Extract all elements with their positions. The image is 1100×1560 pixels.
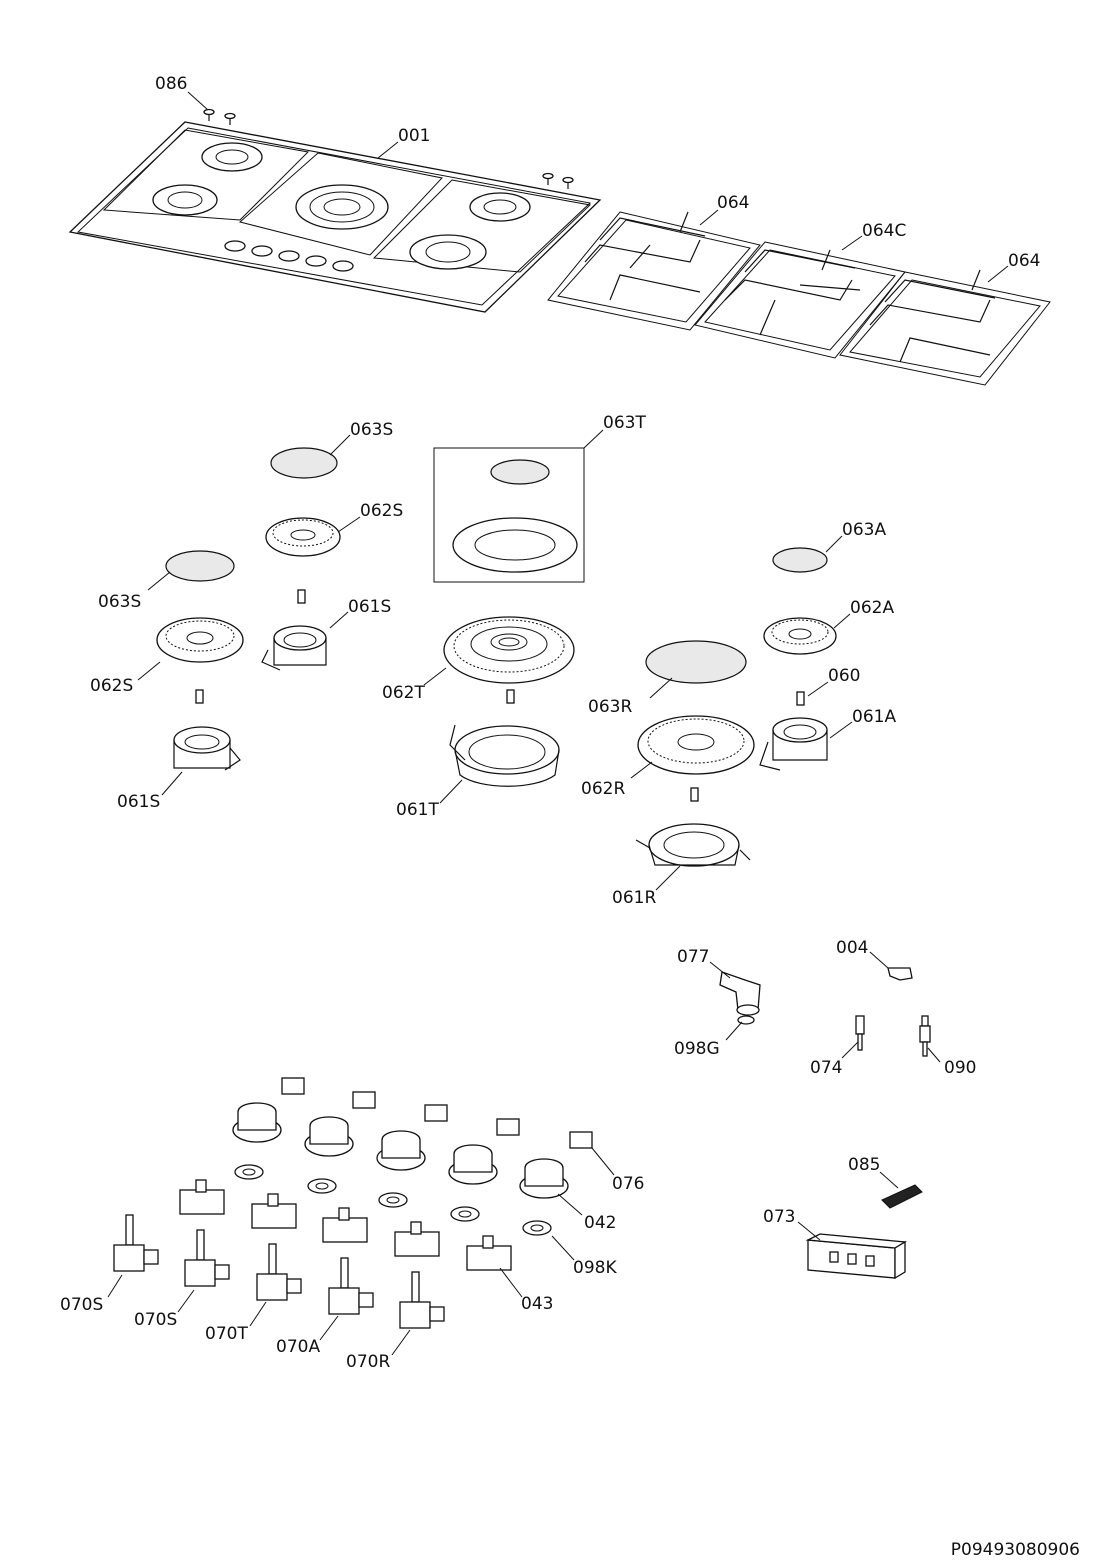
label-070r: 070R [346, 1352, 390, 1372]
thermocouple-074 [855, 1015, 865, 1051]
label-090: 090 [944, 1058, 976, 1078]
leader-lines [107, 91, 1009, 1356]
label-061r: 061R [612, 888, 656, 908]
bezel-098k [234, 1164, 552, 1236]
hob-top-001 [68, 121, 602, 313]
spreader-062s-left [156, 617, 244, 663]
microswitch-076 [281, 1077, 593, 1149]
burner-body-061a [759, 717, 828, 771]
spreader-062r [637, 715, 755, 775]
spreader-062t [443, 616, 575, 684]
washer-098g [737, 1015, 755, 1025]
pan-support-064c-center [694, 241, 906, 359]
label-098k: 098K [573, 1258, 617, 1278]
label-062s-top: 062S [360, 501, 403, 521]
burner-body-061t [449, 724, 560, 787]
part-labels: 086 001 064 064C 064 063S 063T 062S 063A… [60, 74, 1040, 1372]
injector-small [195, 589, 699, 802]
label-074: 074 [810, 1058, 842, 1078]
pan-support-064-left [547, 211, 761, 331]
label-086: 086 [155, 74, 187, 94]
label-062r: 062R [581, 779, 625, 799]
burner-body-061s-top [261, 625, 327, 671]
label-070t: 070T [205, 1324, 248, 1344]
label-063s-top: 063S [350, 420, 393, 440]
tap-bracket-043 [179, 1179, 512, 1271]
burner-body-061r [635, 823, 751, 867]
cap-063s-left [165, 550, 235, 582]
label-077: 077 [677, 947, 709, 967]
label-098g: 098G [674, 1039, 720, 1059]
label-061t: 061T [396, 800, 439, 820]
drawing-reference-number: P09493080906 [950, 1540, 1080, 1560]
label-070a: 070A [276, 1337, 320, 1357]
label-063t: 063T [603, 413, 646, 433]
pan-support-064-right [839, 269, 1051, 386]
label-064c: 064C [862, 221, 906, 241]
label-043: 043 [521, 1294, 553, 1314]
spreader-062s-top [265, 517, 341, 557]
clip-085 [881, 1184, 923, 1209]
label-061s-left: 061S [117, 792, 160, 812]
cap-063a [772, 547, 828, 573]
elbow-077 [719, 971, 761, 1016]
label-070s-b: 070S [134, 1310, 177, 1330]
label-001: 001 [398, 126, 430, 146]
label-064-right: 064 [1008, 251, 1040, 271]
label-062s-left: 062S [90, 676, 133, 696]
screw-086 [203, 108, 574, 189]
label-085: 085 [848, 1155, 880, 1175]
knob-042 [232, 1102, 569, 1199]
label-063s-left: 063S [98, 592, 141, 612]
label-062a: 062A [850, 598, 894, 618]
clip-004 [887, 967, 913, 981]
injector-060 [796, 691, 805, 706]
label-061a: 061A [852, 707, 896, 727]
cap-063r [645, 640, 747, 684]
gas-tap-070 [113, 1214, 445, 1329]
label-004: 004 [836, 938, 868, 958]
label-064-left: 064 [717, 193, 749, 213]
spreader-062a [763, 617, 837, 655]
inset-box-063t [433, 447, 585, 583]
label-061s-top: 061S [348, 597, 391, 617]
label-076: 076 [612, 1174, 644, 1194]
label-060: 060 [828, 666, 860, 686]
label-073: 073 [763, 1207, 795, 1227]
burner-body-061s-left [173, 726, 241, 771]
ignition-generator-073 [805, 1233, 908, 1280]
electrode-090 [919, 1015, 931, 1057]
label-063a: 063A [842, 520, 886, 540]
label-042: 042 [584, 1213, 616, 1233]
cap-063s-top [270, 447, 338, 479]
label-062t: 062T [382, 683, 425, 703]
label-070s-a: 070S [60, 1295, 103, 1315]
label-063r: 063R [588, 697, 632, 717]
